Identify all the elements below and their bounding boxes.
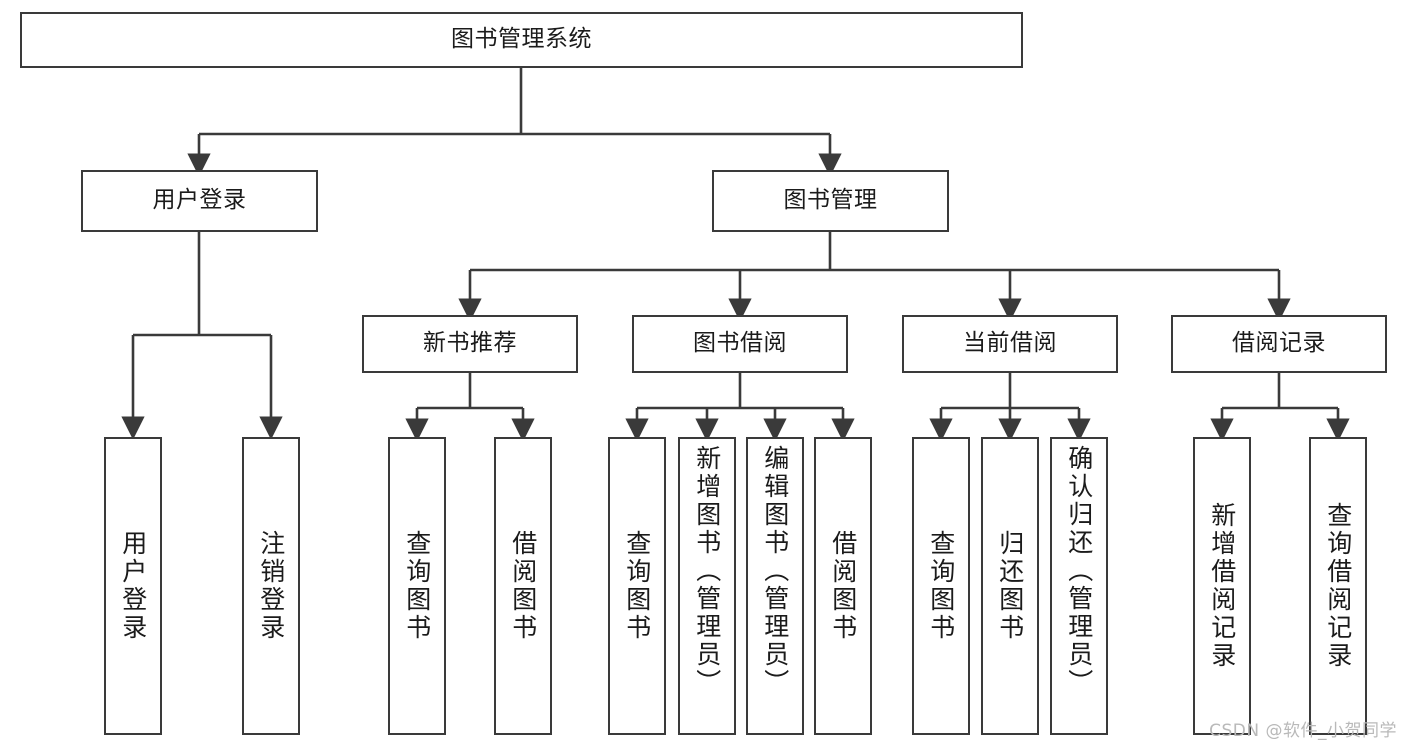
node-label: 借阅记录 [1232, 330, 1326, 357]
node-label: 查询图书 [622, 530, 652, 642]
leaf-current-return-book[interactable]: 归还图书 [981, 437, 1039, 735]
leaf-newbook-query[interactable]: 查询图书 [388, 437, 446, 735]
node-borrow-record[interactable]: 借阅记录 [1171, 315, 1387, 373]
node-label: 注销登录 [256, 530, 286, 642]
node-label: 新书推荐 [423, 330, 517, 357]
node-label: 用户登录 [152, 187, 247, 214]
leaf-record-add-record[interactable]: 新增借阅记录 [1193, 437, 1251, 735]
leaf-borrow-add-book-admin[interactable]: 新增图书（管理员） [678, 437, 736, 735]
node-current-borrow[interactable]: 当前借阅 [902, 315, 1118, 373]
node-label: 图书管理 [783, 187, 878, 214]
node-label: 查询借阅记录 [1323, 502, 1353, 670]
node-label: 用户登录 [118, 530, 148, 642]
watermark-text: CSDN @软件_小贺同学 [1209, 721, 1397, 741]
leaf-borrow-borrow-book[interactable]: 借阅图书 [814, 437, 872, 735]
leaf-borrow-edit-book-admin[interactable]: 编辑图书（管理员） [746, 437, 804, 735]
node-label: 新增图书（管理员） [692, 445, 722, 697]
leaf-current-confirm-return-admin[interactable]: 确认归还（管理员） [1050, 437, 1108, 735]
node-label: 借阅图书 [508, 530, 538, 642]
leaf-user-login-signin[interactable]: 用户登录 [104, 437, 162, 735]
node-label: 查询图书 [926, 530, 956, 642]
leaf-current-query-book[interactable]: 查询图书 [912, 437, 970, 735]
leaf-newbook-borrow[interactable]: 借阅图书 [494, 437, 552, 735]
node-book-borrow[interactable]: 图书借阅 [632, 315, 848, 373]
node-label: 归还图书 [995, 530, 1025, 642]
node-book-management[interactable]: 图书管理 [712, 170, 949, 232]
node-label: 新增借阅记录 [1207, 502, 1237, 670]
leaf-borrow-query-book[interactable]: 查询图书 [608, 437, 666, 735]
node-label: 编辑图书（管理员） [760, 445, 790, 697]
node-label: 图书管理系统 [451, 26, 592, 53]
node-label: 当前借阅 [963, 330, 1057, 357]
node-label: 图书借阅 [693, 330, 787, 357]
leaf-record-query-record[interactable]: 查询借阅记录 [1309, 437, 1367, 735]
node-new-book-recommend[interactable]: 新书推荐 [362, 315, 578, 373]
node-root-system[interactable]: 图书管理系统 [20, 12, 1023, 68]
leaf-user-login-signout[interactable]: 注销登录 [242, 437, 300, 735]
node-label: 借阅图书 [828, 530, 858, 642]
node-label: 确认归还（管理员） [1064, 445, 1094, 697]
node-user-login[interactable]: 用户登录 [81, 170, 318, 232]
node-label: 查询图书 [402, 530, 432, 642]
